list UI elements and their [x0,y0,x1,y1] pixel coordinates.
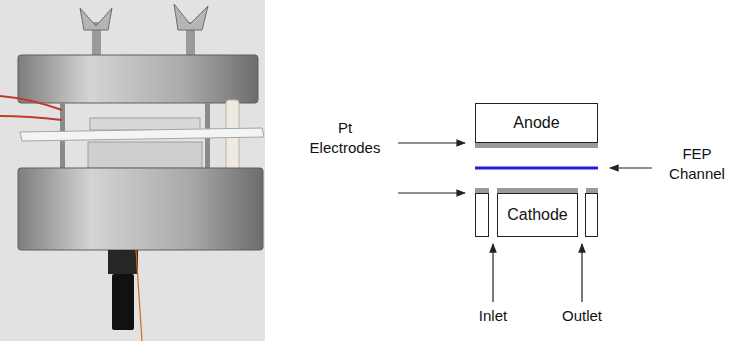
red-wire [0,96,62,110]
leader-arrow [581,244,582,302]
wing-nut [80,8,112,30]
fep-sheet [20,128,264,141]
part-label: Outlet [547,306,617,326]
thin-wire [136,250,142,341]
electrode-holder [90,118,200,130]
part-label: FEP Channel [661,144,733,183]
cathode-side-block [586,194,598,237]
top-block [18,55,258,103]
electrode-block: Cathode [497,193,578,237]
bottom-block [18,168,263,250]
fitting-nut [112,274,134,330]
photo-background [0,0,265,341]
red-wire [0,116,62,120]
electrode-holder [88,142,202,168]
pt-electrode [475,188,489,193]
block-label: Anode [513,114,559,132]
leader-arrow [398,142,465,143]
fitting [108,250,138,274]
cathode-side-block [476,194,489,237]
pt-electrode [475,143,598,148]
part-label: Pt Electrodes [305,118,385,157]
fep-channel [475,167,598,170]
leader-arrow [492,244,493,302]
part-label: Inlet [458,306,528,326]
wing-nut [174,4,208,30]
leader-arrow [610,167,652,168]
block-label: Cathode [507,206,568,224]
pt-electrode [586,188,598,193]
electrode-block: Anode [475,103,598,143]
leader-arrow [398,192,465,193]
